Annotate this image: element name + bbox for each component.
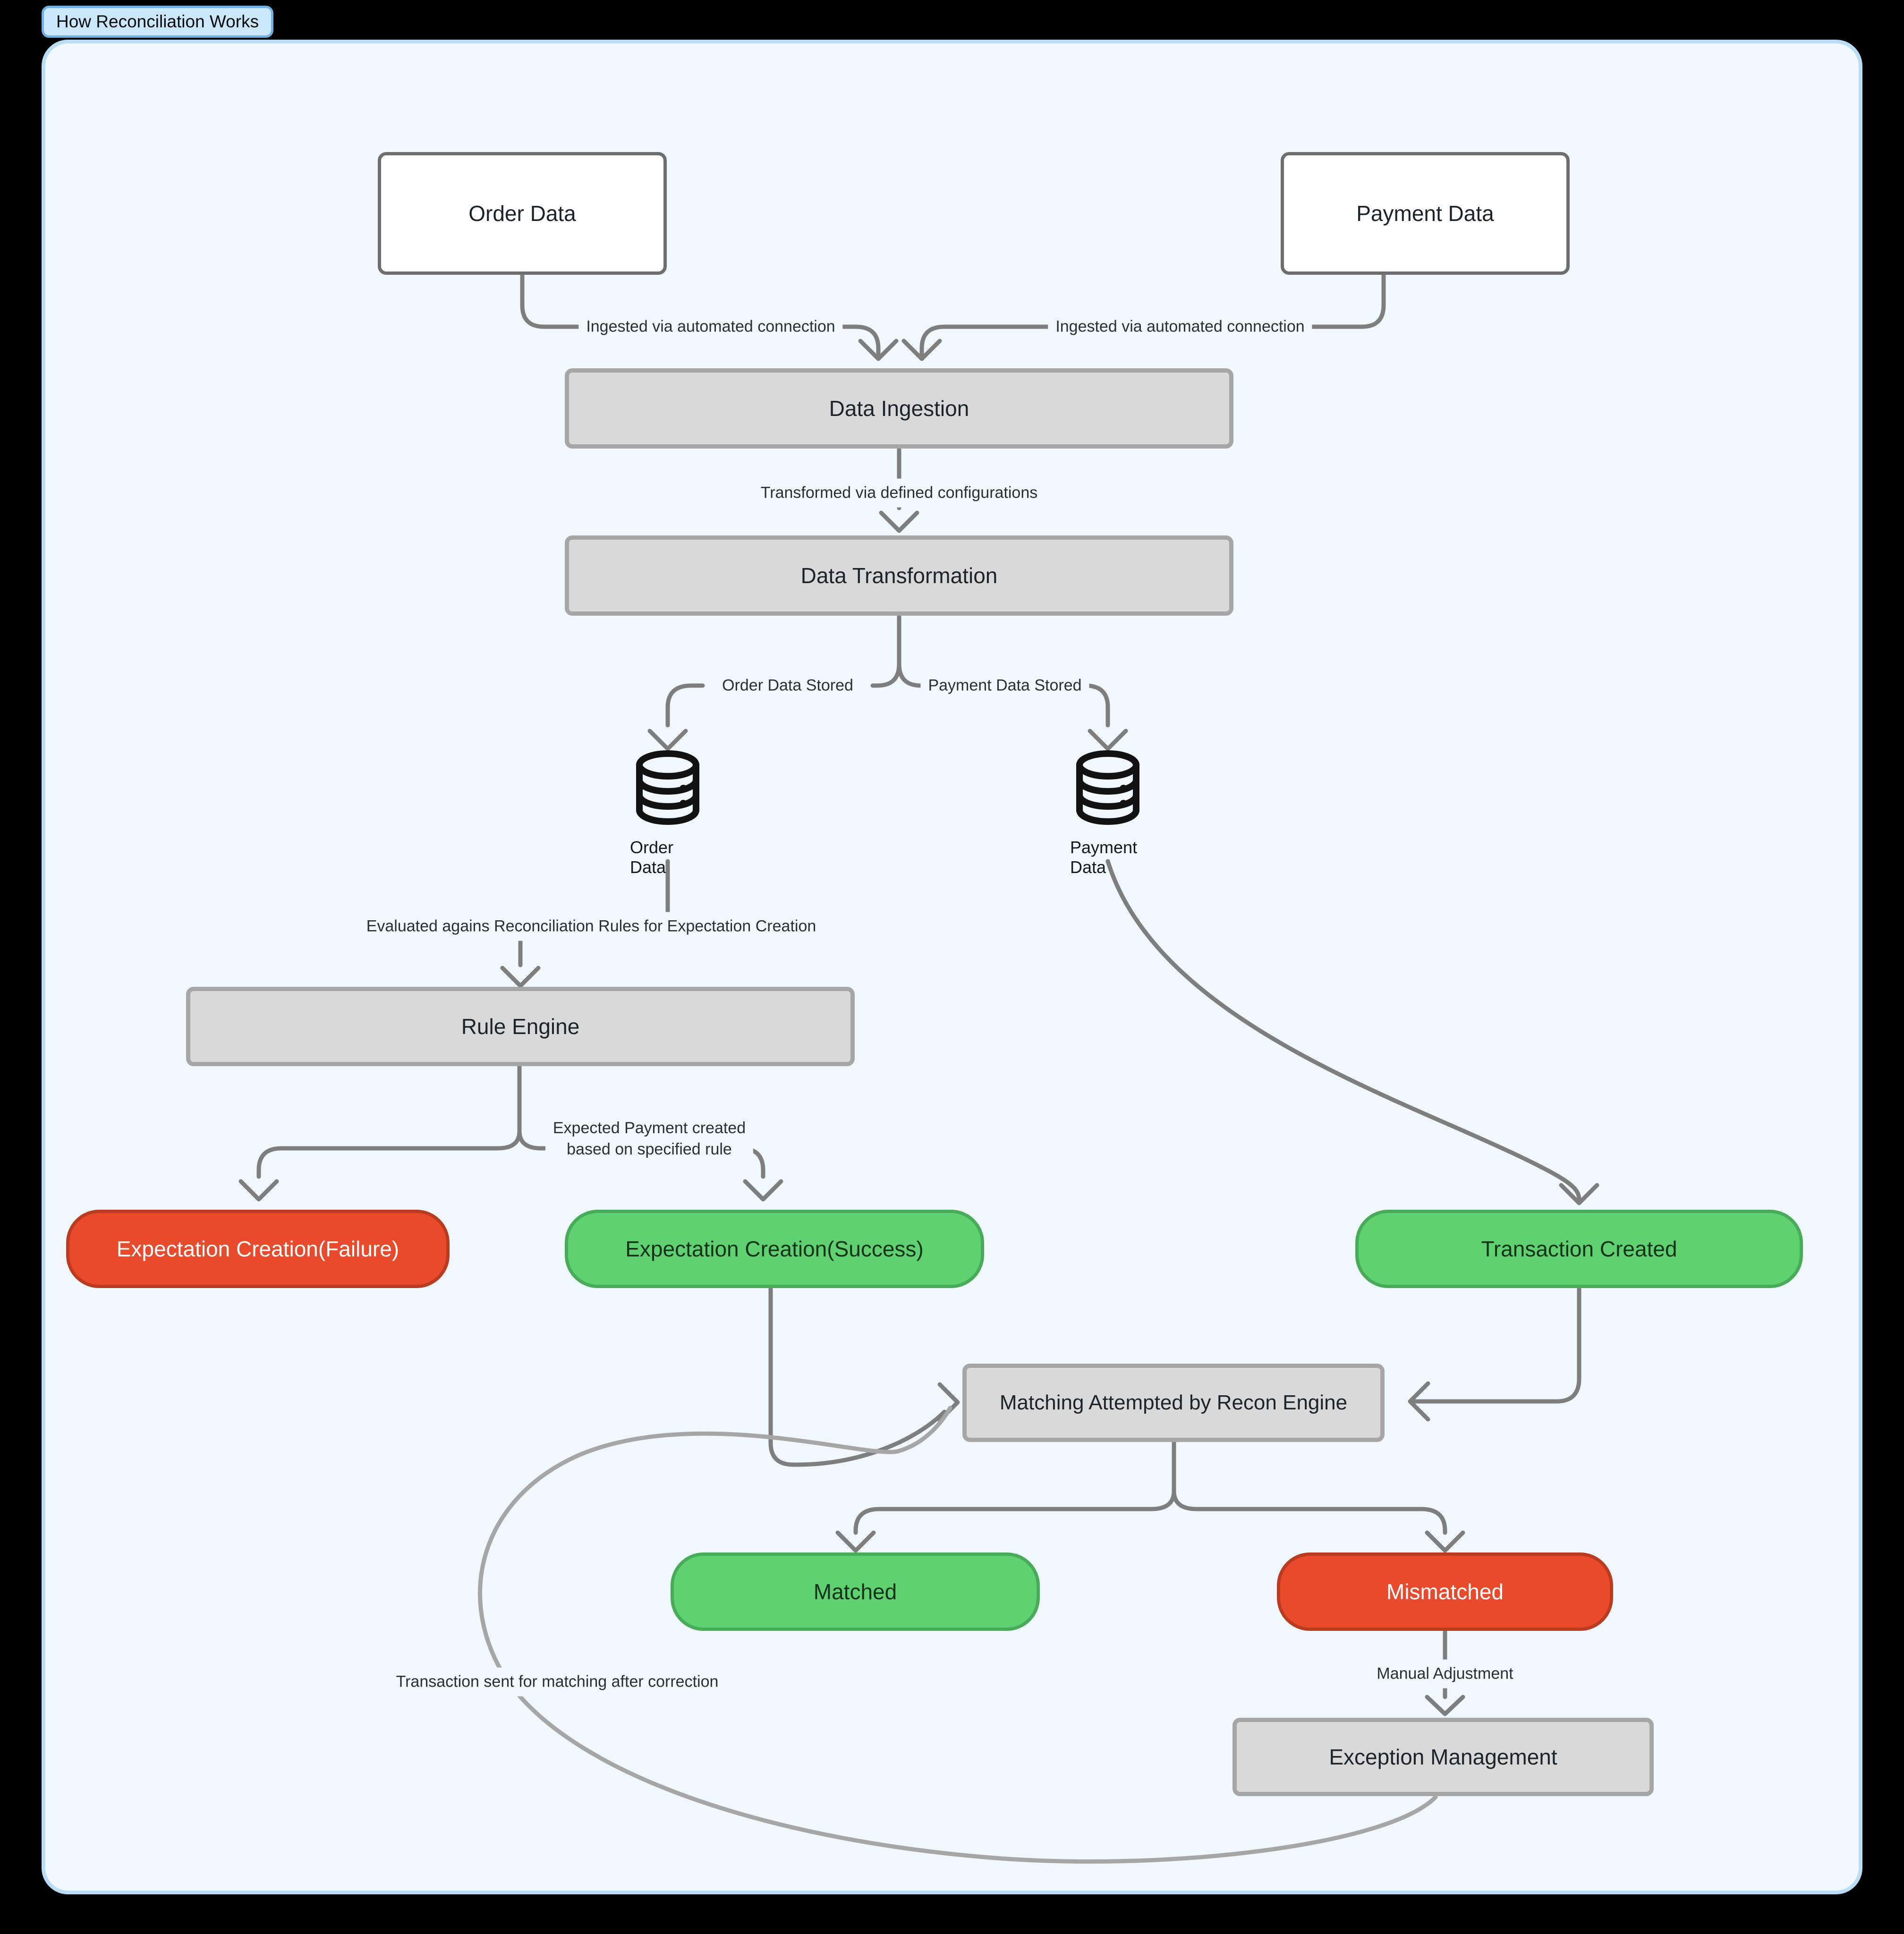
edge-label-manual-adjustment: Manual Adjustment (1369, 1659, 1521, 1688)
edge-payment-db-to-transaction-arrow (1559, 1183, 1599, 1205)
node-expectation-creation-failure: Expectation Creation(Failure) (66, 1210, 450, 1288)
edge-matching-to-mismatched (1172, 1489, 1447, 1535)
edge-label-transformed: Transformed via defined configurations (753, 478, 1046, 508)
node-payment-db: Payment Data (1070, 750, 1146, 877)
node-rule-engine: Rule Engine (186, 987, 855, 1066)
edge-order-source-to-ingestion (520, 273, 881, 356)
edge-transaction-to-matching (1411, 1287, 1581, 1404)
node-exception-management: Exception Management (1232, 1718, 1654, 1796)
payment-db-label: Payment Data (1070, 838, 1138, 877)
edge-rule-engine-to-success-arrow (743, 1179, 783, 1202)
edge-payment-db-to-transaction (1105, 859, 1581, 1202)
edge-transformation-to-payment-db-arrow (1088, 729, 1128, 751)
edge-label-expected-payment: Expected Payment created based on specif… (545, 1114, 754, 1164)
edge-rule-engine-to-failure-arrow (238, 1179, 279, 1202)
edge-label-expected-payment-line1: Expected Payment created (552, 1119, 746, 1137)
node-matched: Matched (671, 1552, 1040, 1631)
node-mismatched: Mismatched (1277, 1552, 1613, 1631)
edge-label-order-stored: Order Data Stored (714, 671, 861, 700)
edge-transaction-to-matching-arrow (1408, 1381, 1430, 1422)
edge-label-evaluated: Evaluated agains Reconciliation Rules fo… (358, 912, 824, 941)
database-icon (636, 750, 699, 825)
edge-mismatched-to-exception-arrow (1425, 1695, 1465, 1716)
edge-matching-to-matched-arrow (835, 1530, 876, 1553)
edge-label-expected-payment-line2: based on specified rule (567, 1140, 732, 1158)
node-expectation-creation-success: Expectation Creation(Success) (565, 1210, 984, 1288)
node-payment-data-source: Payment Data (1281, 152, 1570, 275)
node-order-data-source: Order Data (378, 152, 667, 275)
edge-label-sent-after-correction: Transaction sent for matching after corr… (388, 1667, 726, 1696)
edge-rule-engine-to-failure (256, 1064, 522, 1179)
edge-order-source-to-ingestion-arrow (858, 339, 899, 361)
node-data-ingestion: Data Ingestion (565, 368, 1233, 449)
edge-transformation-to-order-db-arrow (647, 729, 688, 751)
edge-label-ingested-right: Ingested via automated connection (1048, 312, 1312, 341)
edge-payment-source-to-ingestion (919, 273, 1386, 356)
edge-matching-to-matched (853, 1441, 1176, 1535)
edge-order-db-to-rule-engine-arrow (500, 966, 541, 988)
edge-label-ingested-left: Ingested via automated connection (578, 312, 843, 341)
edge-order-db-to-rule-engine (518, 859, 670, 967)
node-order-db: Order Data (630, 750, 706, 877)
node-transaction-created: Transaction Created (1355, 1210, 1803, 1288)
edge-matching-to-mismatched-arrow (1425, 1530, 1465, 1553)
node-data-transformation: Data Transformation (565, 535, 1233, 616)
edge-success-to-matching (768, 1287, 947, 1467)
database-icon (1076, 750, 1139, 825)
diagram-title-tab[interactable]: How Reconciliation Works (42, 6, 274, 38)
edge-payment-source-to-ingestion-arrow (901, 339, 942, 361)
edge-label-payment-stored: Payment Data Stored (920, 671, 1089, 700)
order-db-label: Order Data (630, 838, 674, 877)
node-matching-attempted: Matching Attempted by Recon Engine (962, 1364, 1385, 1442)
edge-success-to-matching-arrow (937, 1382, 960, 1423)
edge-ingestion-to-transformation-arrow (879, 510, 919, 533)
